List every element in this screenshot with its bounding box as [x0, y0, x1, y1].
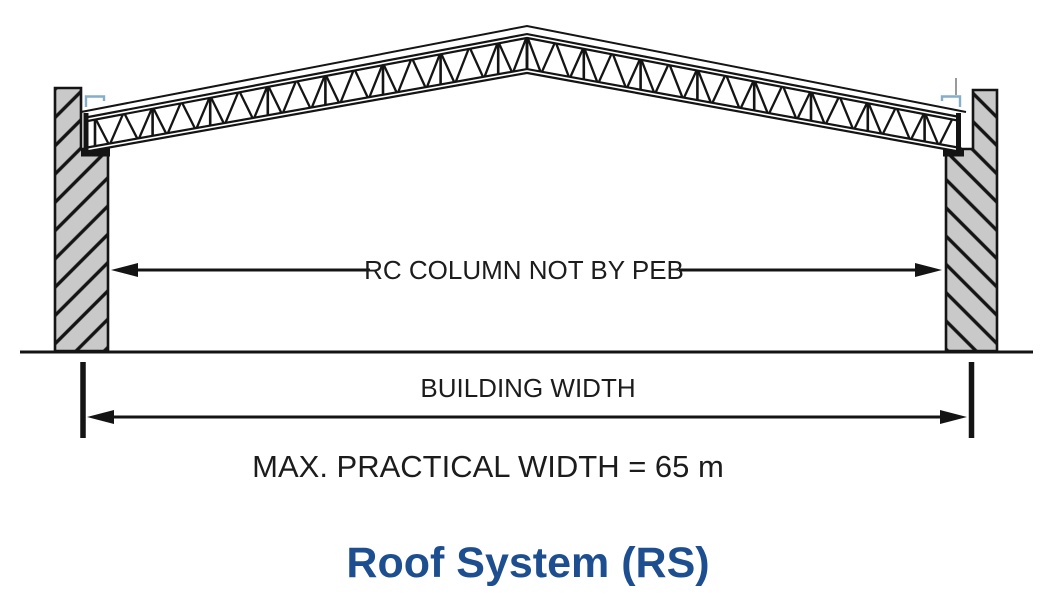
roof-truss — [80, 24, 967, 157]
truss-web-member — [611, 51, 628, 90]
eave-clip-angle-right — [940, 95, 962, 107]
truss-web-member — [625, 57, 642, 90]
truss-web-member — [468, 46, 485, 80]
roof-sheeting-line — [80, 24, 967, 113]
truss-web-member — [880, 106, 898, 137]
truss-web-member — [923, 111, 940, 147]
truss-web-member — [482, 41, 500, 80]
building-width-arrowhead-left — [87, 410, 114, 424]
truss-web-member — [596, 51, 614, 85]
truss-web-member — [667, 62, 685, 100]
rc-dim-arrowhead-right — [915, 263, 942, 277]
truss-web-member — [93, 117, 111, 146]
truss-web-member — [309, 73, 327, 110]
truss-web-member — [866, 100, 884, 137]
truss-web-member — [895, 106, 912, 142]
truss-web-members — [93, 35, 955, 149]
truss-web-member — [781, 84, 798, 121]
truss-bottom-chord-inner — [83, 70, 962, 151]
truss-web-member — [525, 35, 543, 74]
truss-web-member — [237, 89, 255, 121]
truss-web-member — [753, 79, 770, 116]
truss-web-member — [639, 57, 656, 95]
building-width-label: BUILDING WIDTH — [420, 373, 635, 403]
truss-web-member — [738, 79, 756, 111]
truss-web-member — [223, 90, 241, 126]
truss-web-member — [353, 68, 370, 100]
truss-web-member — [367, 62, 385, 100]
eave-clip-angle-left — [84, 95, 106, 107]
truss-web-member — [682, 68, 699, 100]
truss-web-member — [568, 46, 585, 80]
truss-web-member — [295, 79, 313, 111]
truss-web-member — [838, 95, 855, 131]
rc-column-dimension: RC COLUMN NOT BY PEB — [111, 255, 942, 285]
truss-web-member — [453, 46, 471, 85]
truss-web-member — [710, 73, 727, 106]
truss-web-member — [582, 46, 600, 85]
truss-web-member — [122, 111, 140, 141]
truss-top-chord-inner — [87, 35, 961, 120]
truss-web-member — [266, 84, 284, 116]
truss-web-member — [809, 90, 827, 126]
building-width-arrowhead-right — [940, 410, 967, 424]
rc-column-label: RC COLUMN NOT BY PEB — [364, 255, 684, 285]
truss-web-member — [767, 84, 784, 116]
truss-web-member — [696, 68, 713, 106]
truss-web-member — [852, 100, 869, 131]
truss-web-member — [281, 79, 298, 116]
building-width-dimension: BUILDING WIDTH — [80, 362, 975, 438]
truss-bottom-chord — [83, 67, 962, 153]
truss-web-member — [381, 62, 399, 95]
truss-web-member — [439, 51, 457, 85]
truss-web-member — [151, 106, 169, 136]
truss-web-member — [410, 57, 428, 90]
truss-web-member — [540, 40, 557, 75]
truss-top-chord — [87, 32, 961, 122]
right-rc-column — [944, 88, 999, 353]
truss-web-member — [795, 89, 813, 121]
truss-web-member — [324, 73, 341, 105]
truss-web-member — [338, 68, 356, 105]
truss-web-member — [724, 73, 742, 111]
truss-web-member — [554, 41, 571, 80]
truss-web-member — [194, 95, 212, 131]
max-practical-width-label: MAX. PRACTICAL WIDTH = 65 m — [252, 449, 724, 484]
truss-web-member — [824, 95, 841, 126]
truss-web-member — [137, 106, 154, 141]
truss-web-member — [497, 40, 514, 75]
truss-web-member — [180, 100, 197, 131]
truss-web-member — [511, 35, 529, 74]
truss-web-member — [252, 84, 269, 121]
truss-web-member — [165, 100, 183, 136]
truss-web-member — [425, 51, 442, 90]
truss-web-member — [909, 111, 926, 142]
diagram-title: Roof System (RS) — [346, 539, 709, 587]
rc-dim-arrowhead-left — [111, 263, 138, 277]
truss-web-member — [209, 95, 226, 126]
truss-web-member — [108, 111, 125, 146]
truss-web-member — [396, 57, 413, 95]
truss-web-member — [937, 117, 955, 147]
truss-web-member — [653, 62, 671, 95]
